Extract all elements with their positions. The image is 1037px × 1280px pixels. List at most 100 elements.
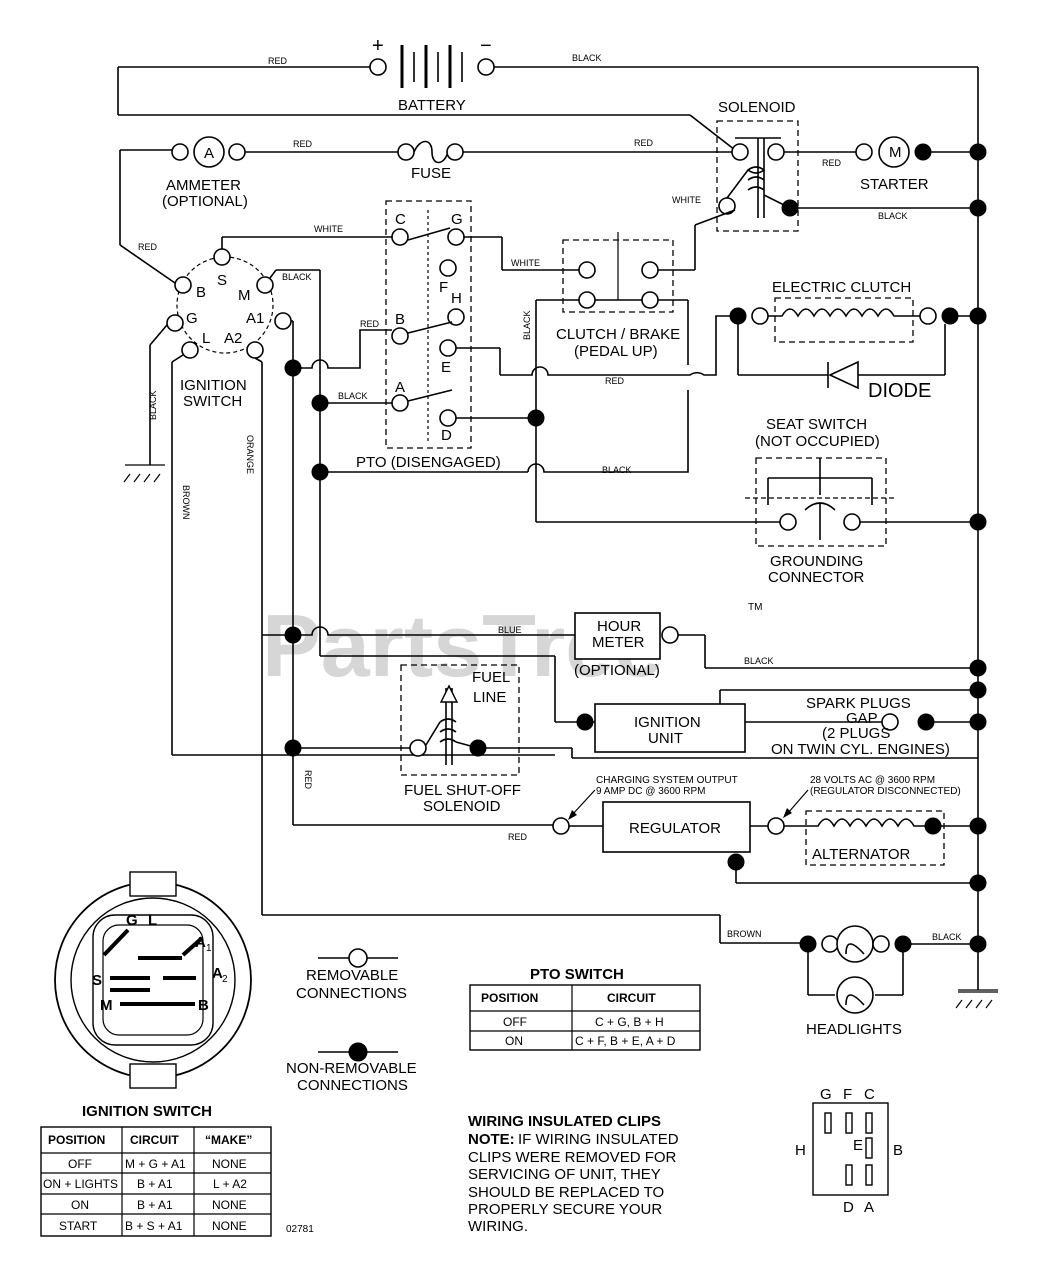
wire-label-black-hour: BLACK xyxy=(744,656,774,666)
pto-table-cell-1-1: C + F, B + E, A + D xyxy=(575,1034,676,1048)
ign-terminal-g: G xyxy=(186,310,198,327)
pto-table-title: PTO SWITCH xyxy=(530,966,624,983)
pto-table-header-0: POSITION xyxy=(481,991,538,1005)
legend: REMOVABLE CONNECTIONS NON-REMOVABLE CONN… xyxy=(286,948,417,1094)
ignition-unit: IGNITION UNIT SPARK PLUGS GAP (2 PLUGS O… xyxy=(594,681,987,758)
fuel-solenoid-label-2: SOLENOID xyxy=(423,798,501,815)
seat-switch: SEAT SWITCH (NOT OCCUPIED) GROUNDING CON… xyxy=(745,416,987,586)
starter-label: STARTER xyxy=(860,176,929,193)
fuel-line-label-2: LINE xyxy=(473,689,506,706)
alternator-label: ALTERNATOR xyxy=(812,846,911,863)
ign-table-cell-0-0: OFF xyxy=(68,1157,92,1171)
wire-label-red-v: RED xyxy=(303,770,313,790)
ign-table-cell-1-1: B + A1 xyxy=(137,1177,173,1191)
legend-removable-1: REMOVABLE xyxy=(306,967,398,984)
electric-clutch-label: ELECTRIC CLUTCH xyxy=(772,279,911,296)
face-a2-sub: 2 xyxy=(222,974,228,985)
pto-b: B xyxy=(395,311,405,328)
wire-label-white-sol: WHITE xyxy=(672,195,701,205)
fuse: RED FUSE RED xyxy=(245,138,732,182)
hour-meter-label-1: HOUR xyxy=(597,618,641,635)
ign-table-cell-3-0: START xyxy=(59,1219,98,1233)
ignition-switch-face: G L A 1 S A 2 M B xyxy=(54,871,252,1089)
wire-label-black-pto: BLACK xyxy=(338,391,368,401)
wire-label-black-clutch-v: BLACK xyxy=(522,310,532,340)
ammeter-label: AMMETER xyxy=(166,177,241,194)
pto-a: A xyxy=(395,379,405,396)
ign-table-cell-1-0: ON + LIGHTS xyxy=(43,1177,118,1191)
face-a2: A xyxy=(212,965,223,982)
clips-line-5: PROPERLY SECURE YOUR xyxy=(468,1201,662,1218)
ac-label-1: 28 VOLTS AC @ 3600 RPM xyxy=(810,775,935,786)
diode-label: DIODE xyxy=(868,380,931,402)
solenoid: SOLENOID WHITE xyxy=(672,99,799,232)
face-l: L xyxy=(148,912,157,929)
wire-label-red-ammeter: RED xyxy=(138,242,158,252)
fuel-shutoff-solenoid: FUEL LINE FUEL SHUT-OFF SOLENOID xyxy=(301,664,978,815)
ign-table-cell-2-2: NONE xyxy=(212,1198,247,1212)
ign-table-cell-2-0: ON xyxy=(71,1198,89,1212)
face-m: M xyxy=(100,997,113,1014)
pto-table-cell-1-0: ON xyxy=(505,1034,523,1048)
wire-label-red-pto: RED xyxy=(360,319,380,329)
clips-title: WIRING INSULATED CLIPS xyxy=(468,1113,661,1130)
hour-meter-label-2: METER xyxy=(592,634,645,651)
wire-label-red-reg: RED xyxy=(508,832,528,842)
ign-terminal-b: B xyxy=(196,284,206,301)
ignition-switch-table: IGNITION SWITCH POSITION CIRCUIT “MAKE” … xyxy=(40,1103,272,1237)
grounding-label-1: GROUNDING xyxy=(770,553,863,570)
ignition-switch: S B M G L A1 A2 IGNITION SWITCH WHITE BL… xyxy=(123,224,800,944)
spark-label-2: GAP xyxy=(846,710,878,727)
pin-connector-face: G F C H E B D A xyxy=(795,1086,903,1216)
fuel-solenoid-label-1: FUEL SHUT-OFF xyxy=(404,782,521,799)
pin-a: A xyxy=(864,1199,874,1216)
battery-label: BATTERY xyxy=(398,97,466,114)
clips-note-prefix: NOTE: xyxy=(468,1131,515,1148)
ign-terminal-l: L xyxy=(202,330,210,347)
ammeter-optional: (OPTIONAL) xyxy=(162,193,248,210)
hour-meter-optional: (OPTIONAL) xyxy=(574,662,660,679)
wire-label-red-sol: RED xyxy=(822,158,842,168)
node-m-1 xyxy=(311,394,329,412)
pin-b: B xyxy=(893,1142,903,1159)
pto-d: D xyxy=(441,427,452,444)
ammeter-letter: A xyxy=(204,145,214,162)
pto-c: C xyxy=(395,211,406,228)
pto-g: G xyxy=(451,211,463,228)
battery-minus: − xyxy=(480,35,492,57)
clips-line-3: SERVICING OF UNIT, THEY xyxy=(468,1166,661,1183)
wire-label-brown-head: BROWN xyxy=(727,929,762,939)
doc-code: 02781 xyxy=(286,1224,314,1235)
fuel-line-label-1: FUEL xyxy=(472,669,510,686)
face-s: S xyxy=(92,972,102,989)
spark-label-1: SPARK PLUGS xyxy=(806,695,911,712)
pto-switch-table: PTO SWITCH POSITION CIRCUIT OFF C + G, B… xyxy=(469,966,701,1051)
electric-clutch: ELECTRIC CLUTCH DIODE xyxy=(729,279,987,402)
clutch-brake-switch: BLACK CLUTCH / BRAKE (PEDAL UP) xyxy=(522,209,736,365)
node-a1-1 xyxy=(284,359,302,377)
alternator: 28 VOLTS AC @ 3600 RPM (REGULATOR DISCON… xyxy=(783,775,987,866)
clips-line-1: IF WIRING INSULATED xyxy=(518,1131,679,1148)
battery-plus: + xyxy=(372,35,384,57)
pto-f: F xyxy=(439,279,448,296)
spark-label-4: ON TWIN CYL. ENGINES) xyxy=(771,741,950,758)
clutch-brake-label-1: CLUTCH / BRAKE xyxy=(556,326,680,343)
pin-h: H xyxy=(795,1142,806,1159)
solenoid-label: SOLENOID xyxy=(718,99,796,116)
pto-h: H xyxy=(451,290,462,307)
wire-label-black-top: BLACK xyxy=(572,53,602,63)
legend-removable-2: CONNECTIONS xyxy=(296,985,407,1002)
wire-label-white-ign: WHITE xyxy=(314,224,343,234)
node-m-2 xyxy=(311,463,329,481)
wire-label-brown-v: BROWN xyxy=(181,485,191,520)
ign-table-header-1: CIRCUIT xyxy=(130,1133,179,1147)
grounding-label-2: CONNECTOR xyxy=(768,569,865,586)
ignition-unit-label-1: IGNITION xyxy=(634,714,701,731)
wire-label-red-top: RED xyxy=(268,56,288,66)
face-b: B xyxy=(198,997,209,1014)
ign-table-cell-0-1: M + G + A1 xyxy=(125,1157,186,1171)
ign-switch-label-1: IGNITION xyxy=(180,377,247,394)
ign-switch-label-2: SWITCH xyxy=(183,393,242,410)
wire-label-black-ign: BLACK xyxy=(282,272,312,282)
